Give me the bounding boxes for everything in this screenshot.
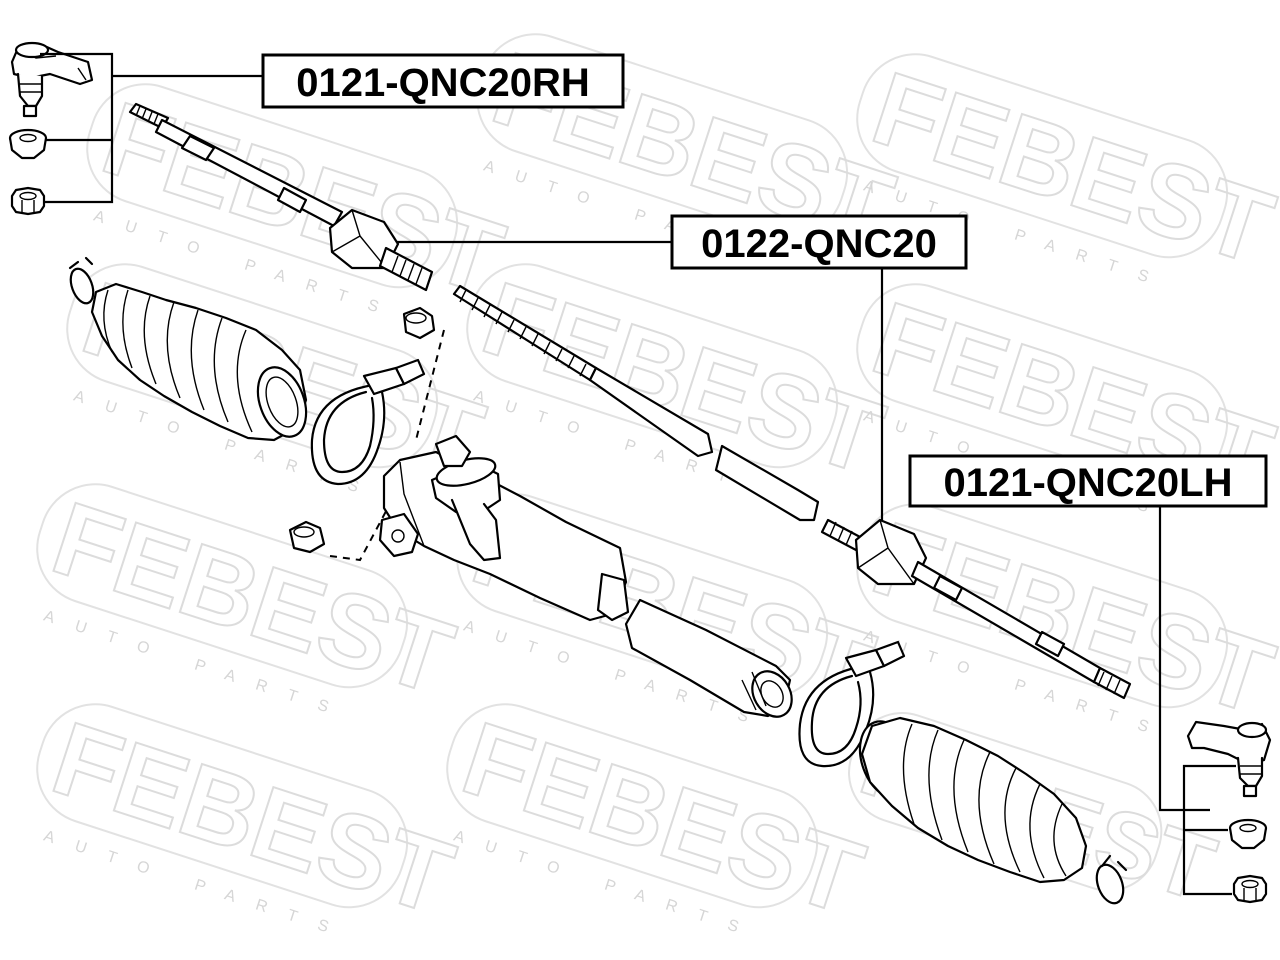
boot-clamp-icon [798,640,906,768]
watermark: FEBEST AUTO PARTS [36,699,467,943]
mounting-bushing-lower [288,499,393,562]
washer-icon [1228,818,1268,850]
watermark: FEBEST AUTO PARTS [466,259,897,503]
washer-icon [8,128,48,160]
castle-nut-icon [1232,874,1268,904]
label-text: 0122-QNC20 [701,222,937,266]
tie-rod-end-icon [1186,720,1272,798]
bellows-boot-icon [858,716,1128,905]
label-text: 0121-QNC20LH [943,461,1232,505]
steering-rack-bar [452,284,820,522]
tie-rod-end-lh-group [1182,720,1272,904]
label-rack-end: 0122-QNC20 [670,214,968,270]
bellows-boot-icon [68,256,308,442]
label-tie-rod-end-lh: 0121-QNC20LH [908,454,1268,508]
tie-rod-end-icon [10,41,94,118]
leader-tie-rod-end-lh [1158,506,1210,812]
watermark: FEBEST AUTO PARTS [856,49,1280,293]
castle-nut-icon [10,186,46,216]
boot-clamp-icon [310,358,426,486]
tie-rod-end-rh-group [8,41,262,216]
mounting-bushing-upper [402,306,445,441]
steering-gear-housing-icon [378,434,793,718]
rack-end-icon [128,102,434,292]
rack-end-icon [820,518,1132,700]
label-text: 0121-QNC20RH [296,61,589,105]
label-tie-rod-end-rh: 0121-QNC20RH [261,53,625,109]
